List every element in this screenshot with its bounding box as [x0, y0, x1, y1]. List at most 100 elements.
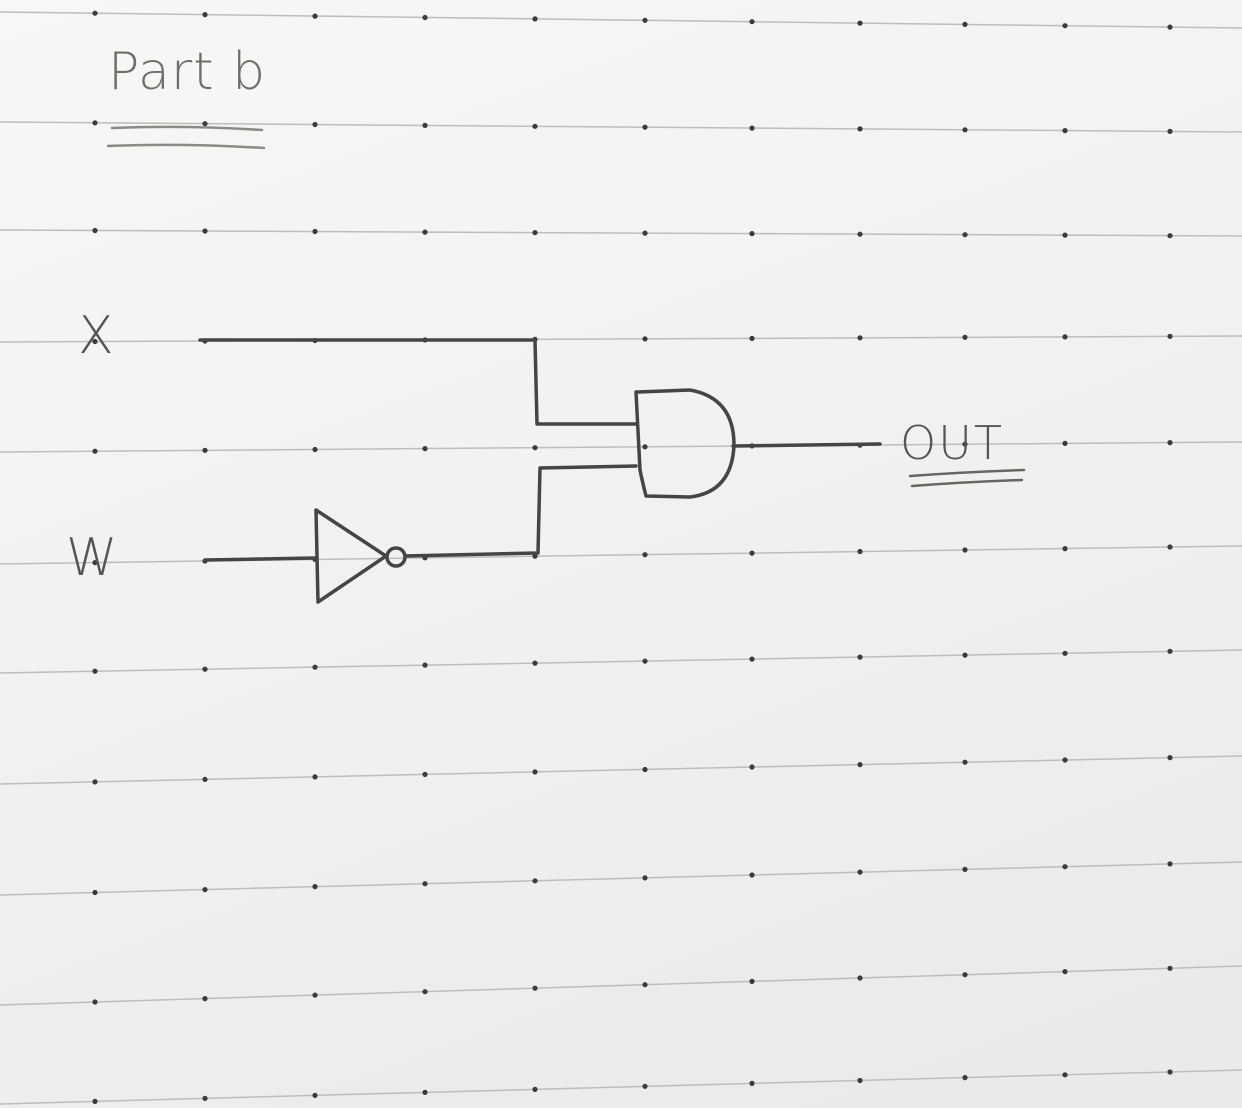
grid-dot [857, 762, 863, 768]
grid-dot [1167, 648, 1173, 654]
grid-dot [532, 769, 538, 775]
grid-dot [1167, 1069, 1173, 1075]
ruled-line [0, 755, 1242, 785]
grid-dot [312, 884, 318, 890]
grid-dot [1167, 128, 1173, 134]
grid-dot [1167, 544, 1173, 550]
grid-dot [422, 229, 428, 235]
grid-dot [642, 552, 648, 558]
ruled-line [0, 965, 1242, 1006]
grid-dot [962, 21, 968, 27]
grid-dot [1062, 1072, 1068, 1078]
grid-dot [857, 654, 863, 660]
ruled-line [0, 441, 1242, 453]
grid-dot [857, 20, 863, 26]
grid-dot [857, 335, 863, 341]
grid-dot [312, 446, 318, 453]
grid-dot [749, 335, 755, 341]
grid-dot [857, 231, 863, 237]
grid-dot [962, 547, 968, 553]
grid-dot [312, 121, 318, 128]
grid-dot [422, 14, 428, 21]
ruled-line [0, 1069, 1242, 1105]
grid-dot [92, 999, 98, 1005]
grid-dot [202, 12, 208, 18]
and-gate [634, 388, 736, 499]
grid-dot [642, 766, 648, 773]
out-underline [908, 468, 1026, 488]
grid-dot [642, 230, 648, 236]
grid-dot [962, 866, 968, 873]
grid-dot [1062, 128, 1068, 134]
grid-dot [749, 231, 755, 237]
grid-dot [962, 652, 968, 658]
grid-dot [532, 660, 538, 666]
grid-dot [962, 232, 968, 238]
grid-dot [312, 228, 318, 235]
circuit-wires [198, 338, 882, 562]
ruled-line [0, 861, 1242, 896]
grid-dot [312, 13, 318, 19]
ruled-line [0, 335, 1242, 343]
grid-dot [1062, 440, 1068, 446]
grid-dot [532, 16, 538, 22]
output-label: OUT [900, 416, 1004, 470]
grid-dot [749, 978, 755, 985]
grid-dot [1062, 23, 1068, 29]
w-wire [203, 556, 317, 562]
grid-dot [1062, 232, 1068, 238]
grid-dot [92, 779, 98, 785]
grid-dot [92, 227, 98, 234]
grid-dot [92, 560, 98, 566]
grid-dot [749, 125, 755, 131]
grid-dot [202, 121, 208, 127]
grid-dot [857, 1077, 863, 1084]
grid-dot [642, 1083, 648, 1089]
not-gate-body [314, 508, 388, 604]
grid-dot [642, 336, 648, 342]
grid-dot [857, 126, 863, 132]
grid-dot [312, 664, 318, 670]
grid-dot [202, 447, 208, 453]
grid-dot [1167, 965, 1173, 971]
grid-dot [422, 989, 428, 995]
grid-dot [312, 992, 318, 998]
grid-dot [1062, 757, 1068, 763]
grid-dot [749, 19, 755, 25]
ruled-line [0, 11, 1242, 29]
grid-dot [92, 338, 98, 345]
input-label-w: W [66, 528, 118, 588]
grid-dot [532, 553, 538, 559]
grid-dot [422, 662, 428, 668]
grid-dot [202, 1095, 208, 1101]
grid-dot [749, 1080, 755, 1086]
grid-dot [92, 120, 98, 126]
grid-dot [92, 1098, 98, 1104]
grid-dot [642, 982, 648, 988]
grid-dot [1167, 233, 1173, 239]
grid-dot [749, 550, 755, 556]
x-wire [198, 338, 638, 426]
not-output-wire [403, 464, 638, 558]
heading-underline [106, 125, 266, 150]
grid-dot [1167, 24, 1173, 30]
grid-dot [749, 764, 755, 770]
out-wire [731, 442, 882, 448]
grid-dot [642, 124, 648, 130]
grid-dot [422, 1089, 428, 1095]
grid-dot [422, 122, 428, 128]
grid-dot [1167, 861, 1173, 867]
grid-dot [532, 123, 538, 129]
grid-dot [857, 548, 863, 555]
grid-dot [749, 872, 755, 878]
input-label-x: X [78, 306, 114, 366]
ruled-line [0, 229, 1242, 237]
grid-dot [749, 656, 755, 662]
not-gate [314, 508, 407, 604]
heading-part-b: Part b [108, 42, 267, 102]
grid-dot [422, 446, 428, 452]
grid-dot [1062, 864, 1068, 870]
grid-dot [312, 1092, 318, 1098]
grid-dot [962, 759, 968, 765]
